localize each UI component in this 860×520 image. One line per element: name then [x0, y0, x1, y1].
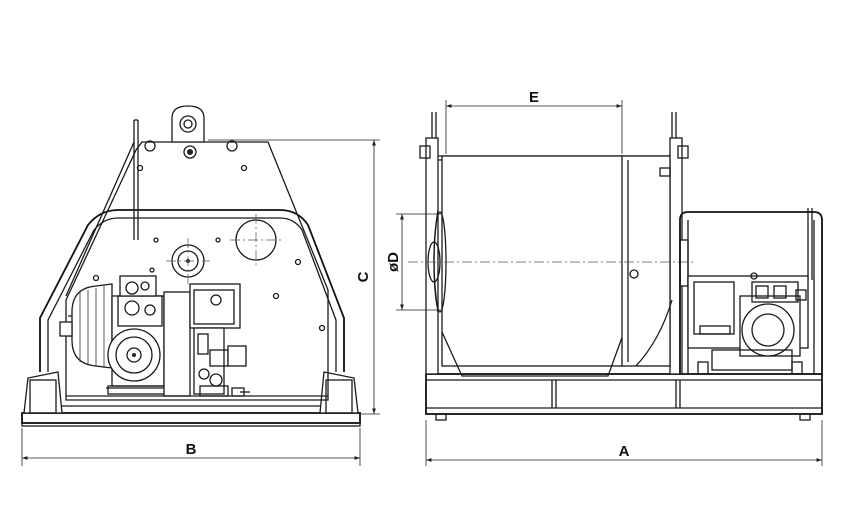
side-plate [65, 141, 329, 401]
side-base-frame [425, 373, 823, 421]
roll-bar [39, 209, 345, 372]
dimension-a: A [425, 420, 823, 466]
dimension-b: B [21, 428, 361, 466]
side-view [408, 112, 823, 421]
lifting-eye [171, 105, 205, 159]
dimension-d: øD [385, 213, 442, 311]
dimension-e: E [445, 89, 623, 154]
dimension-c: C [208, 139, 380, 415]
dimension-label-d: øD [385, 252, 402, 272]
front-view [21, 105, 361, 427]
dimension-label-b: B [186, 441, 197, 458]
cable-drum [408, 155, 694, 377]
gearbox-block [163, 283, 250, 397]
drum-stands [419, 112, 689, 375]
plate-bolts [92, 140, 326, 332]
dimension-label-c: C [355, 271, 372, 282]
side-motor-unit [679, 208, 823, 375]
dimension-label-a: A [619, 443, 630, 460]
dimension-label-e: E [529, 89, 539, 106]
base-frame [21, 371, 361, 427]
drum-shaft-gear [166, 214, 282, 284]
electric-motor [59, 275, 167, 395]
